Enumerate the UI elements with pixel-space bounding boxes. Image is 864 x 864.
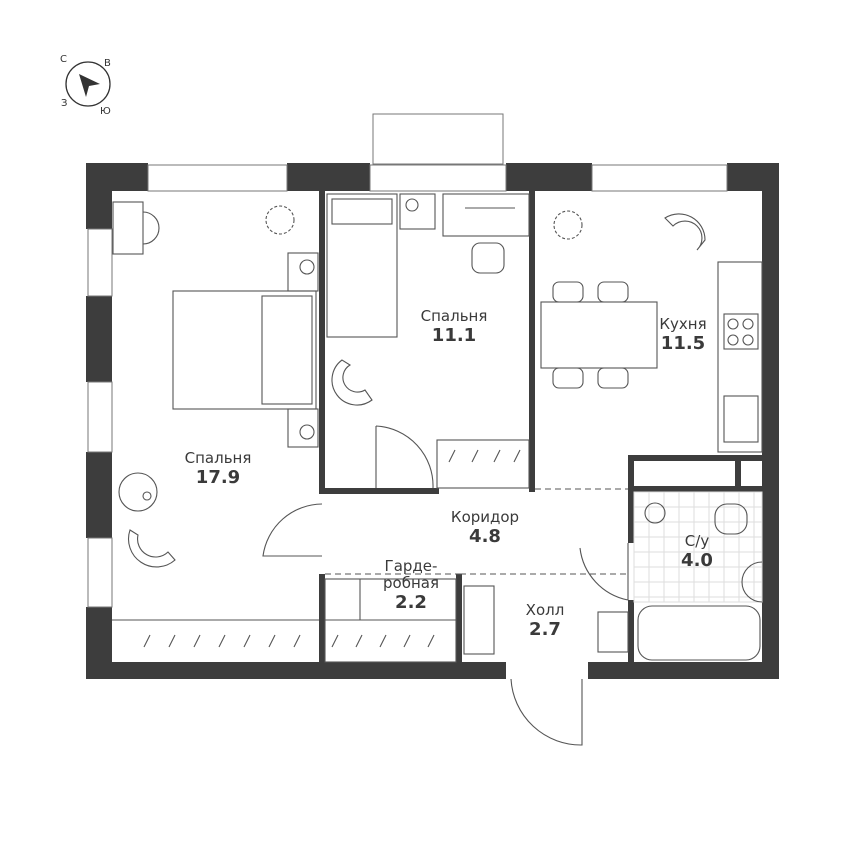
plant-icon — [265, 205, 295, 235]
room-bedroom-small: Спальня 11.1 — [420, 307, 488, 347]
room-kitchen: Кухня 11.5 — [659, 315, 707, 355]
kitchen-counter — [717, 261, 763, 453]
stove — [723, 313, 759, 350]
plant-icon — [553, 210, 583, 240]
sink — [723, 395, 759, 443]
round-table — [118, 472, 158, 512]
shoe-cabinet — [463, 585, 495, 655]
desk — [442, 193, 530, 237]
room-corridor: Коридор 4.8 — [450, 508, 520, 548]
armchair — [127, 529, 176, 568]
washing-machine — [644, 502, 666, 524]
balcony — [372, 113, 504, 165]
windows — [87, 164, 728, 608]
entrance-door — [510, 678, 583, 746]
wardrobe — [436, 439, 530, 489]
dresser — [112, 201, 144, 255]
north-arrow-icon — [79, 74, 100, 97]
bathtub — [637, 605, 761, 661]
room-wardrobe: Гарде- робная 2.2 — [383, 557, 439, 614]
door-arc — [375, 425, 434, 489]
nightstand — [287, 408, 319, 448]
compass-south: Ю — [100, 106, 111, 117]
single-bed — [326, 193, 398, 338]
nightstand — [287, 252, 319, 292]
compass-east: В — [104, 58, 111, 69]
dining-table — [540, 301, 658, 369]
room-bedroom-large: Спальня 17.9 — [184, 449, 252, 489]
door-arc — [262, 503, 323, 557]
compass — [65, 61, 111, 107]
washbasin — [741, 561, 763, 603]
bathroom-door — [579, 543, 629, 601]
shelf — [597, 611, 629, 653]
room-hall: Холл 2.7 — [525, 601, 565, 641]
double-bed — [172, 290, 317, 410]
toilet — [714, 503, 748, 535]
walls — [86, 163, 779, 679]
desk-chair — [471, 242, 505, 274]
bathroom-tiles — [633, 491, 763, 603]
room-bathroom: С/у 4.0 — [681, 532, 713, 572]
compass-west: З — [61, 98, 68, 109]
armchair — [331, 359, 373, 406]
armchair — [664, 213, 706, 251]
furniture — [112, 193, 763, 746]
compass-north: С — [60, 54, 67, 65]
